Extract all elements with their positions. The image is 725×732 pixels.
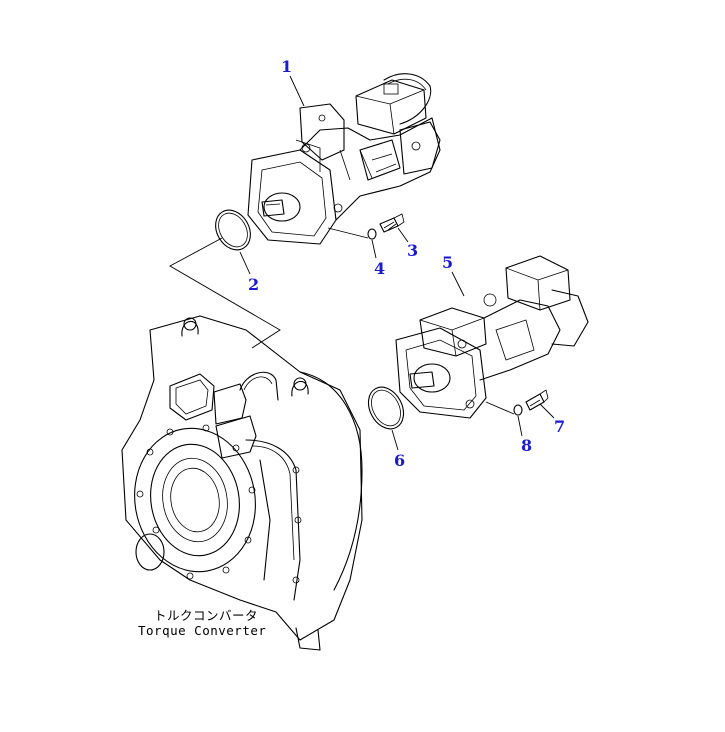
callout-3[interactable]: 3 [407, 241, 418, 260]
pump-assembly-lower[interactable] [395, 255, 589, 419]
bolt-7[interactable] [525, 389, 549, 411]
callout-8[interactable]: 8 [521, 436, 532, 455]
callout-1[interactable]: 1 [281, 57, 292, 76]
pump-assembly-upper[interactable] [247, 73, 441, 245]
washer-4[interactable] [367, 228, 377, 240]
mounting-guide-lines [169, 237, 281, 349]
o-ring-6[interactable] [362, 381, 411, 435]
callout-5[interactable]: 5 [442, 253, 453, 272]
callout-7[interactable]: 7 [554, 417, 565, 436]
caption-english: Torque Converter [138, 623, 266, 638]
o-ring-2[interactable] [209, 204, 258, 256]
callout-6[interactable]: 6 [394, 451, 405, 470]
washer-8[interactable] [513, 404, 523, 416]
callout-4[interactable]: 4 [374, 259, 385, 278]
callout-leaders [239, 75, 555, 451]
bolt-3[interactable] [379, 213, 405, 233]
torque-converter-housing[interactable] [121, 315, 363, 651]
caption-japanese: トルクコンバータ [154, 608, 258, 623]
callout-2[interactable]: 2 [248, 275, 259, 294]
